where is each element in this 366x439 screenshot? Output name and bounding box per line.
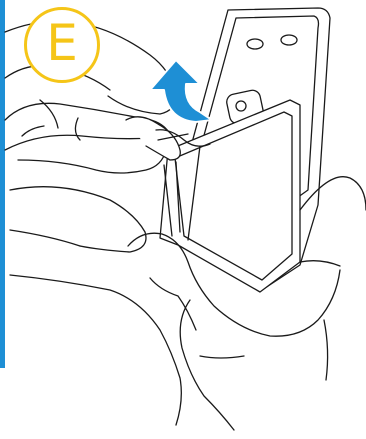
right-palm: [127, 176, 366, 431]
thumb-on-clip: [125, 116, 211, 161]
device-front-panel: [159, 99, 301, 293]
left-fingers: [4, 20, 182, 426]
curved-arrow-up-icon: [149, 59, 213, 123]
step-badge: E: [24, 7, 100, 83]
step-letter: E: [46, 14, 78, 72]
step-accent-bar: [0, 0, 5, 368]
